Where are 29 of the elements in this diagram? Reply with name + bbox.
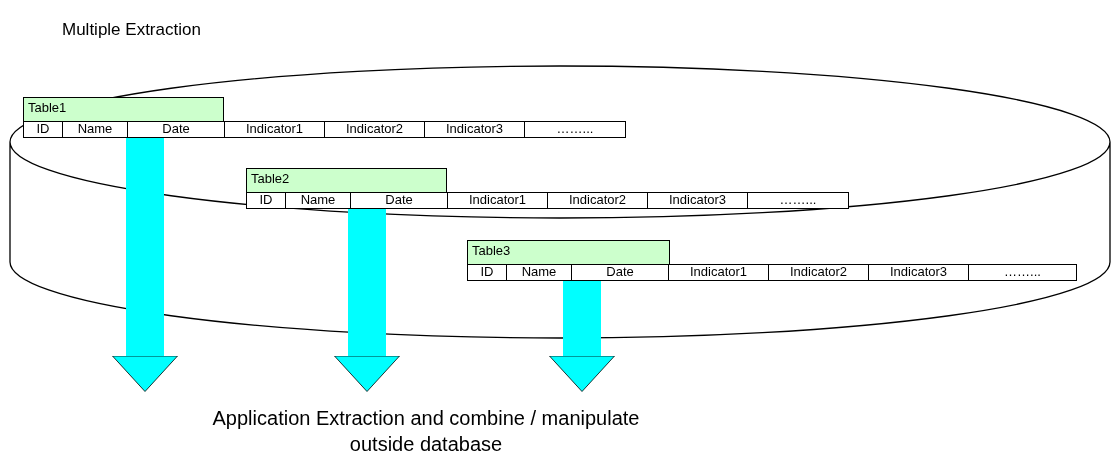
table-cell: Name xyxy=(285,192,351,209)
table-title: Table2 xyxy=(246,168,447,193)
table-cell: Indicator1 xyxy=(447,192,548,209)
table-cell: Name xyxy=(506,264,572,281)
table-cell: ID xyxy=(23,121,63,138)
table-cell: Name xyxy=(62,121,128,138)
table-cell: Indicator2 xyxy=(768,264,869,281)
table-cell: Indicator2 xyxy=(547,192,648,209)
table-cell: ……... xyxy=(747,192,849,209)
table-cell: Date xyxy=(127,121,225,138)
block-arrow xyxy=(112,138,178,392)
table-title: Table3 xyxy=(467,240,670,265)
table-cell: ID xyxy=(467,264,507,281)
table-cell: Date xyxy=(571,264,669,281)
table-cell: ……... xyxy=(524,121,626,138)
block-arrow xyxy=(549,281,615,392)
table-cell: ……... xyxy=(968,264,1077,281)
table-cell: ID xyxy=(246,192,286,209)
caption-text: Application Extraction and combine / manipulate outside database xyxy=(200,405,652,457)
table-cell: Indicator1 xyxy=(224,121,325,138)
table-cell: Indicator3 xyxy=(868,264,969,281)
table-cell: Indicator3 xyxy=(647,192,748,209)
table-cell: Indicator1 xyxy=(668,264,769,281)
block-arrow xyxy=(334,209,400,392)
diagram-title: Multiple Extraction xyxy=(62,20,201,40)
table-title: Table1 xyxy=(23,97,224,122)
table-cell: Indicator3 xyxy=(424,121,525,138)
table-cell: Date xyxy=(350,192,448,209)
table-cell: Indicator2 xyxy=(324,121,425,138)
